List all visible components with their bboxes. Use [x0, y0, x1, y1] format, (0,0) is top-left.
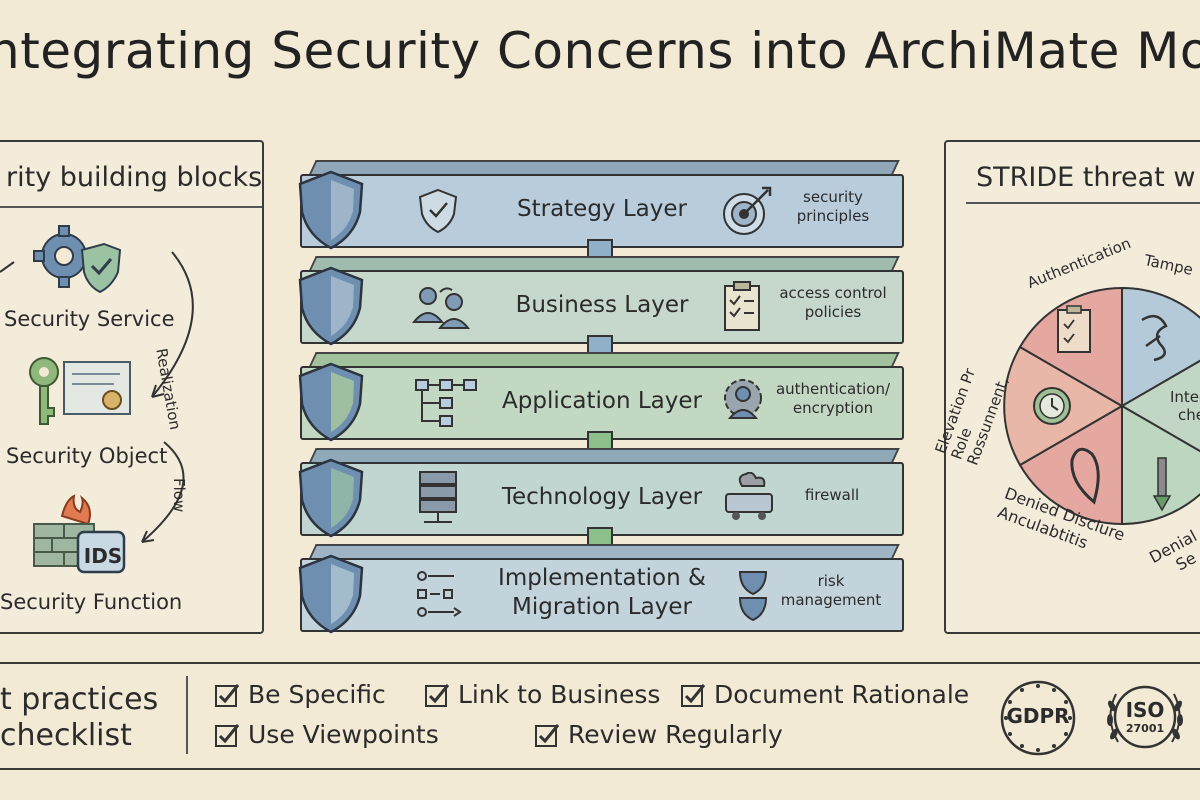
shield-pair-icon: [738, 571, 768, 622]
checkbox-checked-icon: [215, 723, 240, 747]
relation-arrows: [0, 251, 194, 543]
checklist-item[interactable]: Use Viewpoints: [214, 720, 439, 749]
gear-person-icon: [724, 379, 762, 419]
security-function-label: Security Function: [0, 590, 183, 614]
layer-name: Implementation &Migration Layer: [498, 565, 706, 620]
iso-badge-subtext: 27001: [1125, 722, 1165, 735]
best-practices-bar: [0, 662, 1200, 770]
stride-label-integrity: Integchec: [1170, 388, 1200, 424]
divider: [966, 202, 1200, 204]
target-icon: [723, 186, 772, 235]
firewall-ids-icon: [33, 494, 126, 574]
clock-icon: [1033, 387, 1071, 425]
lasso-icon: [1070, 447, 1100, 505]
firewall-device-icon: [725, 472, 773, 520]
layer-name: Business Layer: [515, 292, 689, 318]
gear-shield-icon: [33, 225, 122, 294]
shield-icon: [298, 362, 364, 442]
page-title: ntegrating Security Concerns into ArchiM…: [0, 22, 1200, 80]
thermometer-icon: [1152, 457, 1172, 512]
steps-icon: [417, 571, 462, 617]
shield-icon: [298, 266, 364, 346]
clipboard-icon: [1057, 305, 1091, 353]
stride-wheel: [1003, 286, 1200, 526]
security-object-label: Security Object: [6, 444, 168, 468]
ids-badge: IDS: [83, 544, 123, 568]
security-building-blocks-panel: rity building blocks Security Service Se…: [0, 140, 264, 634]
checkbox-checked-icon: [215, 683, 240, 707]
layer-name: Application Layer: [502, 388, 702, 414]
gdpr-badge-icon: [1000, 680, 1076, 756]
stride-threat-panel: STRIDE threat w Authen: [932, 140, 1200, 634]
checklist-item[interactable]: Be Specific: [214, 680, 386, 709]
layer-name: Technology Layer: [501, 484, 703, 510]
application-layer[interactable]: Application Layer authentication/encrypt…: [298, 362, 904, 442]
server-icon: [419, 471, 457, 523]
checklist-item[interactable]: Link to Business: [424, 680, 660, 709]
checklist-title: t practices checklist: [0, 682, 159, 753]
flow-label: Flow: [170, 478, 188, 513]
flowchart-icon: [415, 379, 477, 427]
checkbox-checked-icon: [681, 683, 706, 707]
divider: [0, 206, 262, 208]
people-icon: [411, 287, 471, 329]
security-service-label: Security Service: [4, 307, 175, 331]
layer-note: authentication/encryption: [775, 380, 891, 417]
clipboard-icon: [724, 281, 760, 331]
checkbox-checked-icon: [425, 683, 450, 707]
key-certificate-icon: [29, 357, 131, 425]
shield-icon: [298, 458, 364, 538]
layer-note: firewall: [804, 486, 860, 504]
shield-icon: [298, 170, 364, 250]
checklist-item[interactable]: Document Rationale: [680, 680, 969, 709]
iso-badge-icon: [1107, 685, 1183, 749]
shield-check-icon: [418, 188, 458, 234]
shield-icon: [298, 554, 364, 634]
checkbox-checked-icon: [535, 723, 560, 747]
gdpr-badge-text: GDPR: [1006, 704, 1070, 728]
layer-name: Strategy Layer: [517, 196, 687, 222]
panel-title: rity building blocks: [6, 162, 263, 193]
checklist-item[interactable]: Review Regularly: [534, 720, 783, 749]
panel-title: STRIDE threat w: [976, 162, 1196, 193]
technology-layer[interactable]: Technology Layer firewall: [298, 458, 904, 538]
divider: [186, 676, 188, 754]
iso-badge-text: ISO: [1125, 698, 1165, 722]
tamper-icon: [1141, 314, 1168, 362]
